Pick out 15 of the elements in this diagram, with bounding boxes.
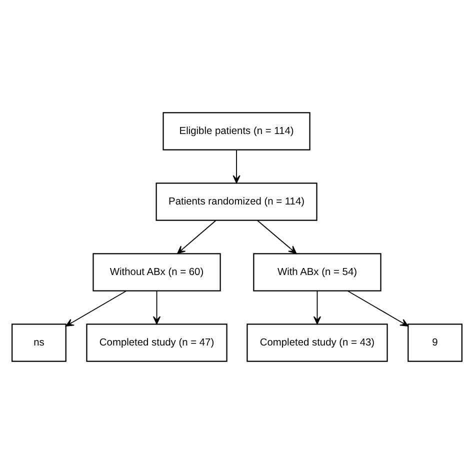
arrow [347, 290, 408, 327]
node-box: Completed study (n = 43) [246, 324, 388, 362]
arrow [177, 220, 216, 254]
node-box: With ABx (n = 54) [253, 253, 382, 292]
arrow [66, 290, 127, 327]
node-box: Without ABx (n = 60) [92, 253, 221, 292]
arrow [313, 290, 322, 324]
arrow [232, 149, 240, 184]
node-box: Completed study (n = 47) [86, 324, 228, 362]
node-box: Patients randomized (n = 114) [156, 182, 318, 221]
arrow [152, 290, 161, 324]
node-box: Eligible patients (n = 114) [162, 112, 310, 150]
arrow [256, 220, 297, 254]
node-box: ns [12, 324, 66, 362]
node-box: 9 [408, 324, 462, 362]
